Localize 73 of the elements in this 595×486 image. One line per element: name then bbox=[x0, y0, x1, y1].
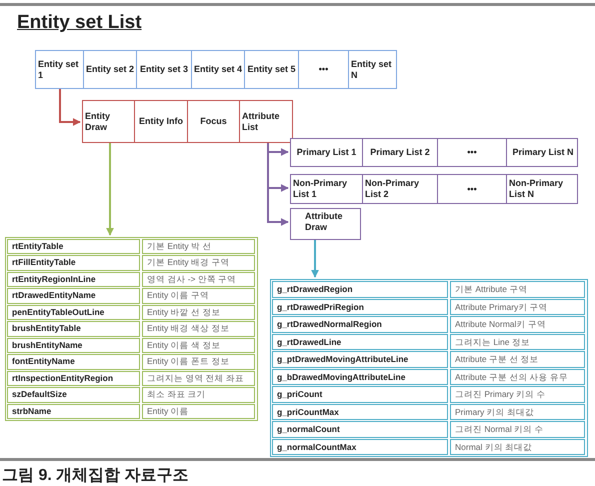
table-cell: g_normalCountMax bbox=[272, 438, 448, 455]
caption: 그림 9. 개체집합 자료구조 bbox=[2, 466, 189, 486]
table-cell: g_rtDrawedRegion bbox=[272, 281, 448, 298]
table-cell: penEntityTableOutLine bbox=[7, 304, 140, 320]
table-cell: 기본 Attribute 구역 bbox=[450, 281, 585, 298]
list-cell: Attribute Draw bbox=[290, 208, 361, 240]
table-cell: g_rtDrawedPriRegion bbox=[272, 298, 448, 315]
table-cell: 그려진 Normal 키의 수 bbox=[450, 421, 585, 438]
list-cell: Non-Primary List 2 bbox=[362, 175, 437, 203]
list-cell: Entity set 2 bbox=[83, 51, 136, 88]
list-cell: Primary List N bbox=[506, 139, 579, 166]
table-cell: rtEntityTable bbox=[7, 239, 140, 254]
table-cell: rtEntityRegionInLine bbox=[7, 272, 140, 288]
table-cell: g_priCountMax bbox=[272, 404, 448, 420]
table-cell: Entity 배경 색상 정보 bbox=[142, 321, 255, 337]
list-cell: Entity set 3 bbox=[136, 51, 191, 88]
list-cell: Entity set 4 bbox=[191, 51, 244, 88]
table-cell: strbName bbox=[7, 404, 140, 419]
table-cell: brushEntityName bbox=[7, 338, 140, 354]
data-table bbox=[270, 279, 588, 457]
arrow bbox=[267, 143, 289, 226]
table-cell: 기본 Entity 박 선 bbox=[142, 239, 255, 254]
table-cell: 그려지는 Line 정보 bbox=[450, 334, 585, 350]
table-cell: brushEntityTable bbox=[7, 321, 140, 337]
list-cell: ••• bbox=[437, 175, 506, 203]
list-box bbox=[82, 100, 293, 143]
table-cell: 최소 좌표 크기 bbox=[142, 387, 255, 403]
list-cell: Primary List 1 bbox=[291, 139, 362, 166]
table-cell: Primary 키의 최대값 bbox=[450, 404, 585, 420]
list-cell: ••• bbox=[437, 139, 506, 166]
table-cell: szDefaultSize bbox=[7, 387, 140, 403]
list-box bbox=[35, 50, 397, 89]
list-cell: Focus bbox=[187, 101, 239, 142]
list-cell: Entity set N bbox=[348, 51, 398, 88]
title: Entity set List bbox=[17, 12, 142, 34]
list-cell: Entity set 5 bbox=[244, 51, 298, 88]
list-box bbox=[290, 138, 578, 167]
table-cell: g_bDrawedMovingAttributeLine bbox=[272, 368, 448, 385]
table-cell: fontEntityName bbox=[7, 354, 140, 370]
table-cell: g_rtDrawedNormalRegion bbox=[272, 316, 448, 332]
table-cell: Entity 이름 폰트 정보 bbox=[142, 354, 255, 370]
table-cell: Entity 바깥 선 정보 bbox=[142, 304, 255, 320]
list-cell: Entity Info bbox=[134, 101, 187, 142]
list-cell: Entity set 1 bbox=[36, 51, 83, 88]
table-cell: Entity 이름 bbox=[142, 404, 255, 419]
table-cell: g_rtDrawedLine bbox=[272, 334, 448, 350]
table-cell: Entity 이름 색 정보 bbox=[142, 338, 255, 354]
table-cell: Attribute Normal키 구역 bbox=[450, 316, 585, 332]
arrow bbox=[311, 240, 319, 278]
list-cell: Primary List 2 bbox=[362, 139, 437, 166]
table-cell: rtFillEntityTable bbox=[7, 255, 140, 271]
table-cell: 영역 검사 -> 안쪽 구역 bbox=[142, 272, 255, 288]
table-cell: Entity 이름 구역 bbox=[142, 288, 255, 304]
table-cell: 그려지는 영역 전체 좌표 bbox=[142, 370, 255, 386]
table-cell: Normal 키의 최대값 bbox=[450, 438, 585, 455]
table-cell: Attribute 구분 선 정보 bbox=[450, 351, 585, 368]
list-box bbox=[290, 174, 578, 204]
table-cell: 기본 Entity 배경 구역 bbox=[142, 255, 255, 271]
table-cell: rtDrawedEntityName bbox=[7, 288, 140, 304]
table-cell: Attribute Primary키 구역 bbox=[450, 298, 585, 315]
table-cell: 그려진 Primary 키의 수 bbox=[450, 386, 585, 402]
list-cell: Entity Draw bbox=[83, 101, 134, 142]
data-table bbox=[5, 237, 258, 421]
table-cell: rtInspectionEntityRegion bbox=[7, 370, 140, 386]
table-cell: Attribute 구분 선의 사용 유무 bbox=[450, 368, 585, 385]
table-cell: g_ptDrawedMovingAttributeLine bbox=[272, 351, 448, 368]
list-cell: ••• bbox=[298, 51, 348, 88]
table-cell: g_normalCount bbox=[272, 421, 448, 438]
arrow bbox=[106, 143, 114, 236]
list-cell: Non-Primary List N bbox=[506, 175, 579, 203]
table-cell: g_priCount bbox=[272, 386, 448, 402]
list-cell: Non-Primary List 1 bbox=[291, 175, 362, 203]
arrow bbox=[59, 89, 81, 126]
